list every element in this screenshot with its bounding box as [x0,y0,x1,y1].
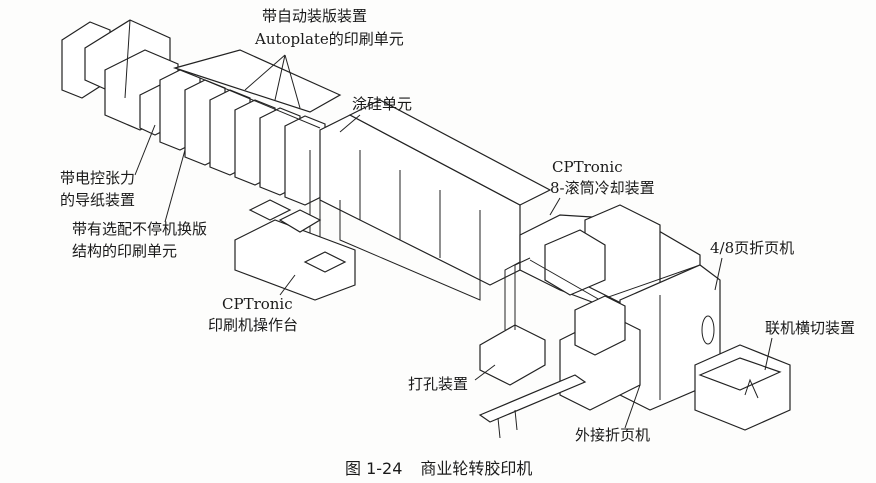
external-folder [559,295,641,411]
label-chill-line1: CPTronic [552,158,623,176]
label-plate-change-line1: 带有选配不停机换版 [72,220,208,238]
dryer-tunnel [309,99,552,301]
figure-title: 商业轮转胶印机 [420,459,533,478]
label-external-folder: 外接折页机 [575,426,651,444]
label-autoplate-line1: 带自动装版装置 [262,7,368,25]
punching-unit [479,257,546,386]
printing-units [159,49,342,206]
figure-number: 图 1-24 [345,459,403,478]
figure-caption: 图 1-24 商业轮转胶印机 [345,455,550,479]
label-chill-line2: 8-滚筒冷却装置 [550,179,655,197]
reel-stand [61,19,179,131]
label-console-line1: CPTronic [222,295,293,313]
label-console-line2: 印刷机操作台 [208,316,299,334]
press-console [234,199,356,301]
label-folder-48: 4/8页折页机 [710,239,795,257]
leader-lines [134,54,773,429]
label-autoplate-line2: Autoplate的印刷单元 [255,30,404,48]
label-plate-change-line2: 结构的印刷单元 [72,242,178,260]
label-tension-line1: 带电控张力 [60,169,136,187]
label-sheeter: 联机横切装置 [765,319,856,337]
label-tension-line2: 的导纸装置 [60,191,136,209]
delivery-conveyor [478,374,587,439]
label-silicone-unit: 涂硅单元 [352,95,413,113]
label-punching: 打孔装置 [408,375,469,393]
